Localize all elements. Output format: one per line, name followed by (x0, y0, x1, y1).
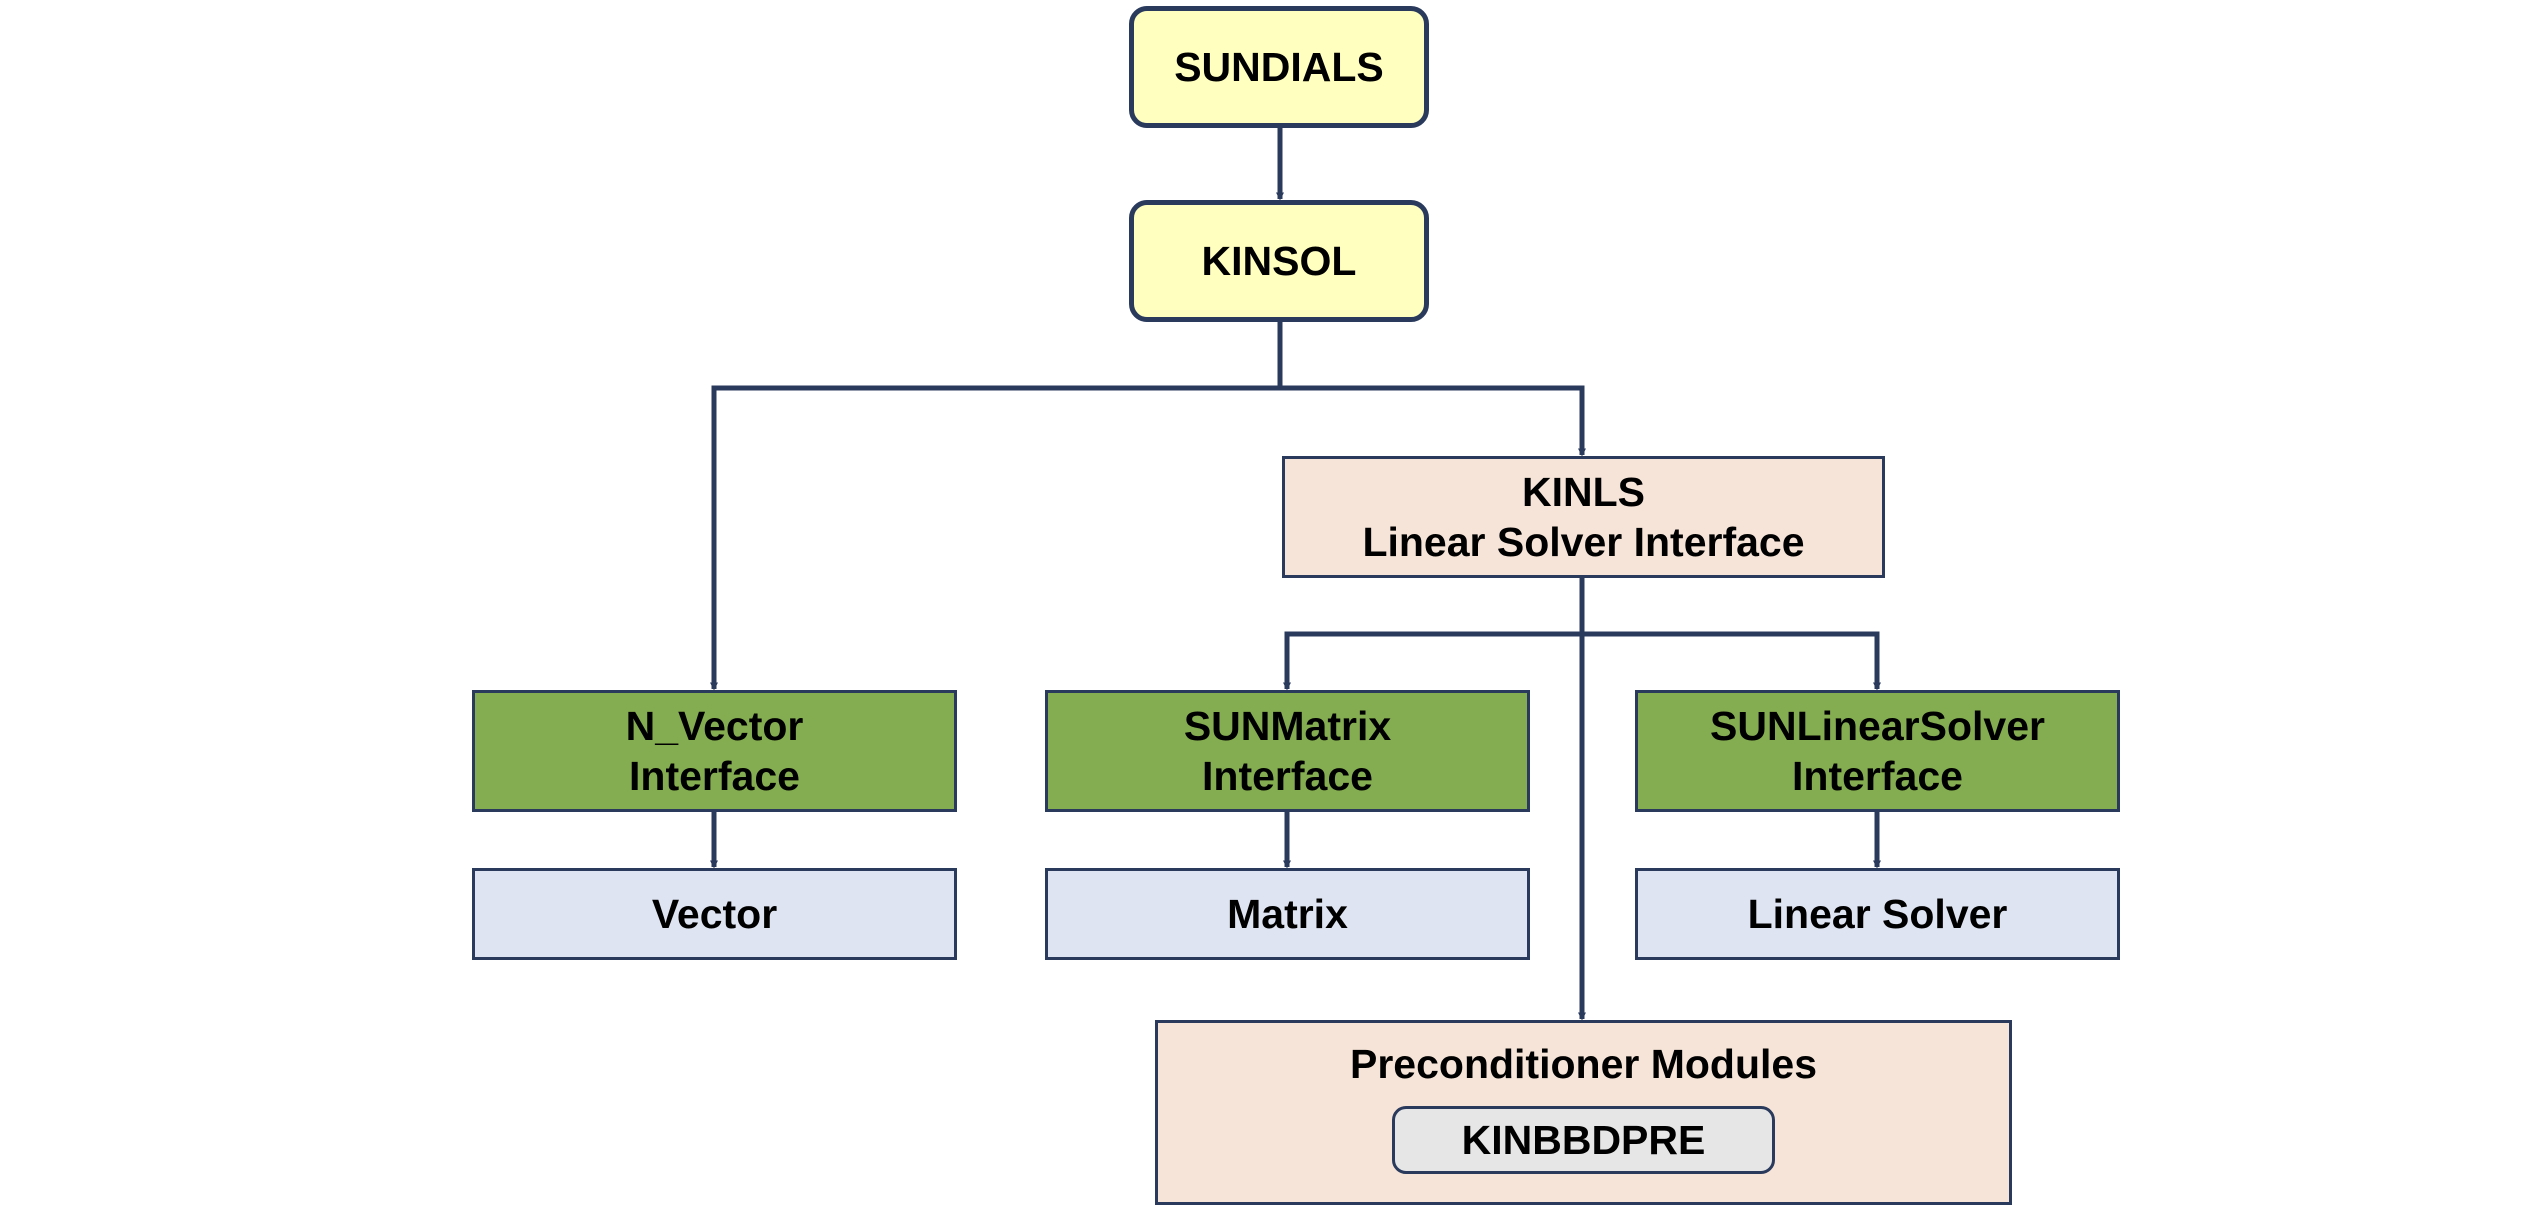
matrix-label: Matrix (1227, 890, 1348, 937)
kinbbdpre-node: KINBBDPRE (1392, 1106, 1775, 1174)
kinls-subtitle: Linear Solver Interface (1362, 519, 1805, 565)
sunlinearsolver-interface-node: SUNLinearSolver Interface (1635, 690, 2120, 812)
matrix-node: Matrix (1045, 868, 1530, 960)
linear-solver-label: Linear Solver (1747, 890, 2008, 937)
kinsol-label: KINSOL (1201, 237, 1357, 284)
sunlinearsolver-subtitle: Interface (1792, 753, 1963, 799)
sunlinearsolver-title: SUNLinearSolver (1710, 702, 2045, 749)
nvector-title: N_Vector (625, 702, 804, 749)
kinls-node: KINLS Linear Solver Interface (1282, 456, 1885, 578)
kinbbdpre-label: KINBBDPRE (1461, 1116, 1706, 1163)
linear-solver-node: Linear Solver (1635, 868, 2120, 960)
sundials-label: SUNDIALS (1174, 43, 1384, 90)
nvector-interface-node: N_Vector Interface (472, 690, 957, 812)
vector-node: Vector (472, 868, 957, 960)
nvector-subtitle: Interface (629, 753, 800, 799)
kinsol-node: KINSOL (1129, 200, 1429, 322)
edge-kinls-to-sunmatrix (1283, 631, 1582, 691)
edge-kinls-to-sunlinearsolver (1582, 631, 1881, 691)
edge-kinsol-to-kinls (1280, 385, 1586, 457)
edge-kinsol-to-nvector (710, 385, 1280, 691)
vector-label: Vector (651, 890, 778, 937)
sunmatrix-title: SUNMatrix (1183, 702, 1392, 749)
sunmatrix-interface-node: SUNMatrix Interface (1045, 690, 1530, 812)
sunmatrix-subtitle: Interface (1202, 753, 1373, 799)
preconditioner-title: Preconditioner Modules (1350, 1041, 1817, 1087)
sundials-node: SUNDIALS (1129, 6, 1429, 128)
kinls-title: KINLS (1522, 468, 1645, 515)
